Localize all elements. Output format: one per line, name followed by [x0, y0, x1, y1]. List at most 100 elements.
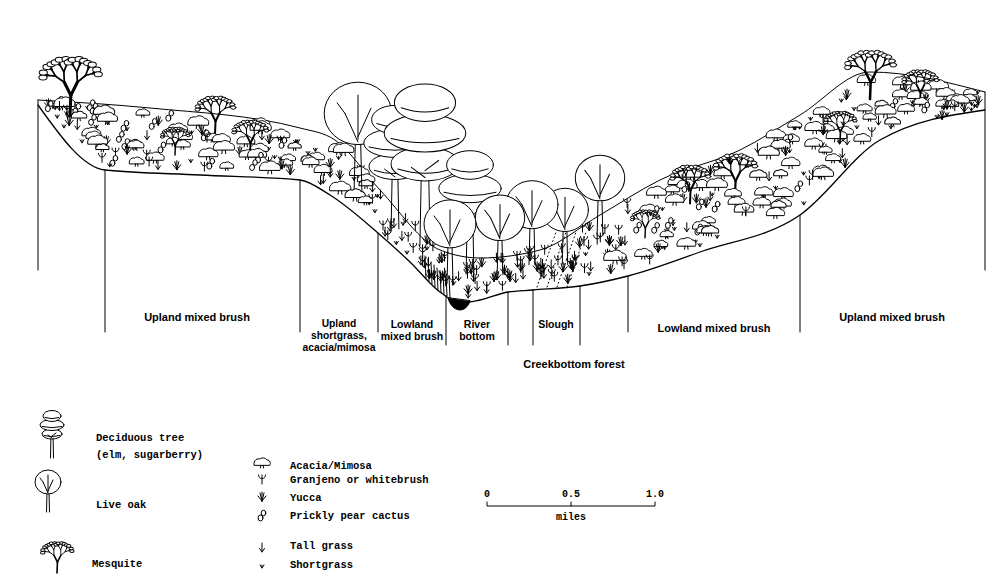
tallgrass-symbol	[625, 205, 630, 214]
mesquite-tree	[220, 108, 225, 112]
prickly-pear-symbol	[169, 110, 174, 116]
acacia-symbol	[168, 123, 188, 132]
yucca-symbol	[819, 126, 827, 135]
live-oak-tree	[35, 470, 61, 512]
tallgrass-symbol	[466, 289, 471, 298]
mesquite-tree	[232, 128, 237, 131]
tallgrass-symbol	[767, 172, 772, 181]
mesquite-tree	[195, 96, 236, 134]
shortgrass-symbol	[672, 227, 676, 230]
mesquite-tree	[178, 136, 182, 139]
shortgrass-symbol	[401, 222, 405, 225]
mesquite-tree	[246, 125, 248, 129]
mesquite-tree	[239, 128, 241, 132]
acacia-symbol	[88, 135, 108, 144]
acacia-symbol	[175, 140, 191, 147]
granjeno-symbol	[951, 102, 958, 111]
yucca-symbol	[841, 158, 849, 167]
mesquite-tree	[695, 177, 700, 181]
shortgrass-symbol	[337, 156, 341, 159]
shortgrass-symbol	[189, 160, 193, 163]
yucca-symbol	[782, 146, 790, 155]
live-oak-tree	[475, 195, 524, 275]
granjeno-symbol	[412, 221, 419, 230]
tallgrass-symbol	[399, 231, 404, 240]
granjeno-symbol	[570, 263, 577, 272]
acacia-symbol	[302, 157, 319, 164]
live-oak-tree	[434, 210, 460, 246]
zone-divider	[628, 276, 629, 332]
mesquite-tree	[631, 216, 635, 218]
granjeno-symbol	[868, 128, 875, 137]
mesquite-tree	[689, 190, 692, 203]
acacia-symbol	[96, 144, 109, 150]
acacia-symbol	[71, 111, 87, 118]
shortgrass-symbol	[80, 140, 84, 143]
live-oak-tree	[585, 165, 610, 199]
granjeno-symbol	[201, 162, 208, 171]
tallgrass-symbol	[328, 168, 333, 177]
shortgrass-symbol	[337, 156, 341, 159]
zone-label: Upland mixed brush	[122, 311, 272, 324]
acacia-symbol	[136, 109, 150, 115]
deciduous-tree	[401, 108, 449, 112]
shortgrass-symbol	[942, 107, 946, 110]
shortgrass-symbol	[672, 227, 676, 230]
tallgrass-symbol	[588, 262, 593, 271]
granjeno-symbol	[541, 245, 548, 254]
acacia-symbol	[250, 121, 271, 134]
legend-label: Acacia/Mimosa	[290, 458, 372, 475]
acacia-symbol	[826, 129, 847, 142]
mesquite-tree	[686, 182, 690, 191]
acacia-symbol	[758, 146, 779, 155]
mesquite-tree	[247, 135, 251, 143]
yucca-symbol	[559, 263, 567, 272]
mesquite-tree	[642, 217, 643, 222]
acacia-symbol	[875, 105, 896, 114]
shortgrass-symbol	[373, 210, 377, 213]
tallgrass-symbol	[388, 222, 393, 231]
legend-label: Yucca	[290, 490, 322, 507]
mesquite-tree	[917, 85, 921, 93]
mesquite-tree	[244, 125, 246, 129]
mesquite-tree	[853, 119, 857, 122]
shortgrass-symbol	[260, 565, 264, 568]
granjeno-symbol	[541, 245, 548, 254]
yucca-symbol	[974, 96, 982, 105]
mesquite-tree	[844, 121, 848, 125]
tallgrass-symbol	[475, 282, 480, 291]
yucca-symbol	[336, 170, 344, 179]
mesquite-tree	[865, 71, 870, 82]
mesquite-tree	[73, 65, 77, 72]
granjeno-symbol	[594, 235, 601, 244]
mesquite-tree	[842, 116, 844, 119]
prickly-pear-symbol	[665, 218, 673, 229]
mesquite-tree	[168, 136, 172, 139]
prickly-pear-symbol	[120, 132, 125, 138]
mesquite-tree	[49, 552, 54, 555]
prickly-pear-symbol	[682, 182, 690, 193]
tallgrass-symbol	[370, 183, 375, 192]
prickly-pear-symbol	[925, 102, 930, 108]
tallgrass-symbol	[321, 174, 326, 183]
acacia-symbol	[734, 203, 754, 215]
mesquite-tree	[855, 61, 858, 66]
mesquite-tree	[638, 219, 642, 222]
shortgrass-symbol	[844, 97, 848, 100]
mesquite-tree	[652, 217, 655, 219]
live-oak-tree	[35, 470, 61, 494]
river-bank-grass	[434, 265, 435, 287]
granjeno-symbol	[99, 153, 106, 162]
shortgrass-symbol	[660, 208, 664, 211]
yucca-symbol	[526, 252, 534, 261]
granjeno-symbol	[410, 243, 417, 252]
tallgrass-symbol	[260, 543, 265, 552]
yucca-symbol	[173, 161, 181, 170]
prickly-pear-symbol	[637, 222, 642, 228]
tallgrass-symbol	[588, 262, 593, 271]
mesquite-tree	[39, 57, 102, 116]
mesquite-tree	[924, 79, 925, 85]
acacia-symbol	[248, 148, 267, 156]
shortgrass-symbol	[809, 117, 813, 120]
yucca-symbol	[478, 258, 486, 267]
